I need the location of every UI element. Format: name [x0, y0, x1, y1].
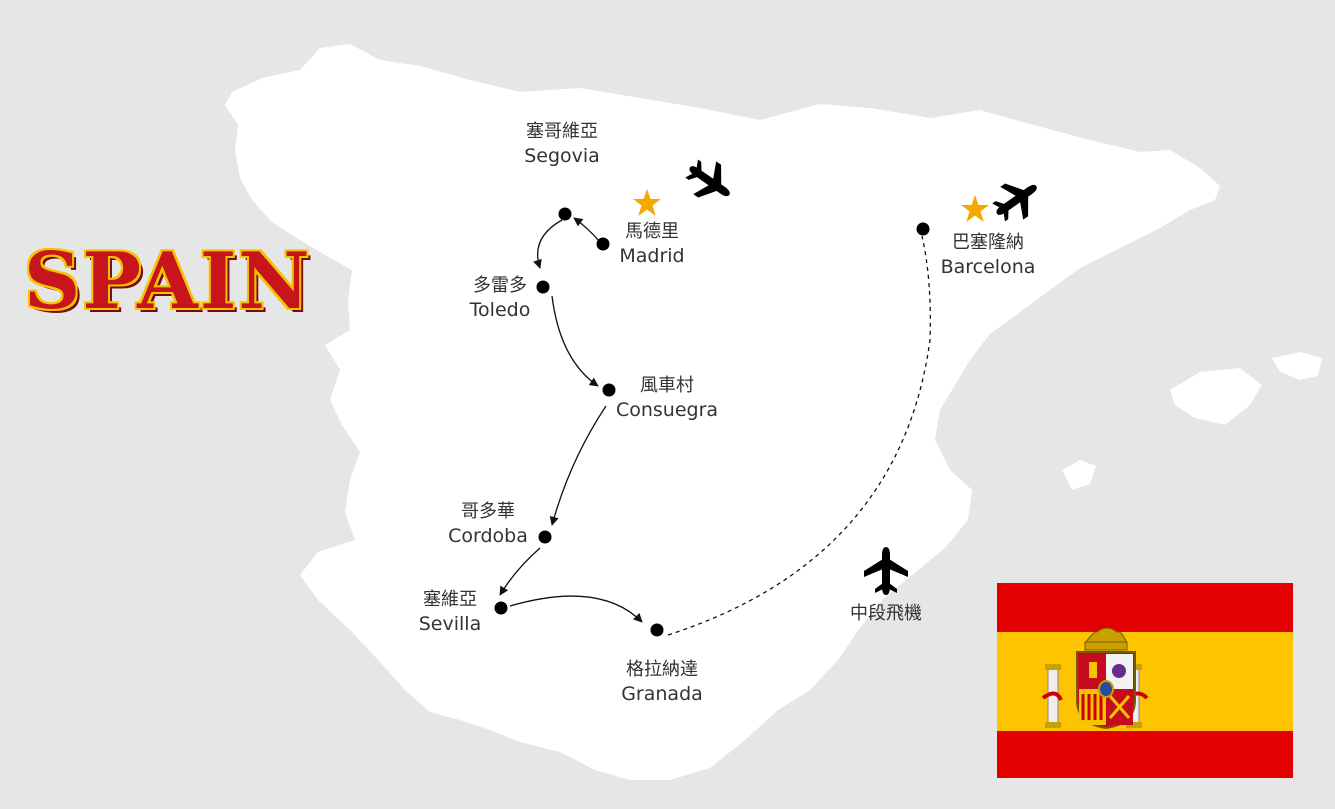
route-cordoba-sevilla [499, 547, 541, 596]
island-menorca [1272, 352, 1322, 380]
city-dot-madrid[interactable] [596, 237, 610, 251]
city-dot-barcelona[interactable] [916, 222, 930, 236]
city-dot-granada[interactable] [650, 623, 664, 637]
plane-takeoff-icon [992, 183, 1037, 222]
island-mallorca [1170, 368, 1262, 425]
route-madrid-segovia [573, 217, 601, 243]
route-toledo-consuegra [551, 295, 599, 387]
route-segovia-toledo [533, 219, 563, 269]
land-mass [225, 44, 1220, 780]
route-sevilla-granada [509, 595, 643, 623]
city-dot-toledo[interactable] [536, 280, 550, 294]
spain-flag-icon [997, 583, 1293, 778]
city-dot-consuegra[interactable] [602, 383, 616, 397]
city-dot-segovia[interactable] [558, 207, 572, 221]
island-ibiza [1062, 460, 1096, 490]
route-granada-barcelona-flight [667, 235, 931, 636]
city-dot-cordoba[interactable] [538, 530, 552, 544]
plane-landing-icon [685, 159, 730, 198]
route-consuegra-cordoba [549, 405, 607, 526]
flight-label: 中段飛機 [850, 603, 922, 624]
star-icon-madrid [633, 189, 661, 216]
plane-icon [864, 547, 908, 595]
city-dot-sevilla[interactable] [494, 601, 508, 615]
map-title: SPAIN [24, 236, 312, 327]
star-icon-barcelona [961, 195, 989, 222]
